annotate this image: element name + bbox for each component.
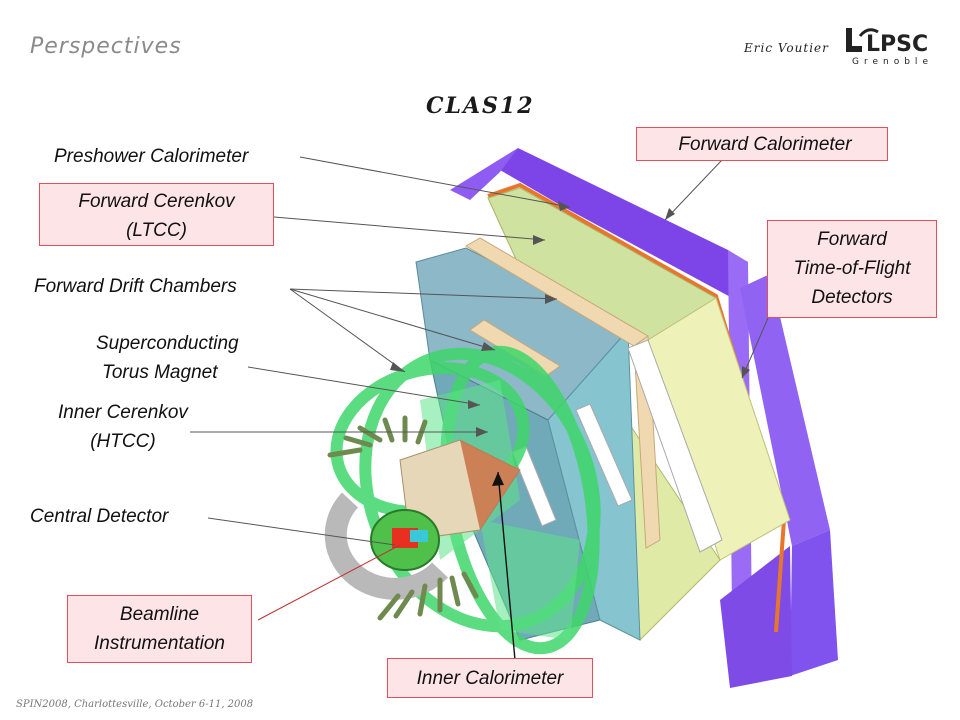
- tof-panel-shape: [720, 274, 838, 688]
- label-torus-magnet: Superconducting Torus Magnet: [96, 329, 239, 387]
- slide-title: Perspectives: [30, 34, 182, 59]
- box-beamline-line2: Instrumentation: [94, 633, 225, 654]
- diagram-title: CLAS12: [426, 93, 535, 119]
- label-inner-cerenkov-line1: Inner Cerenkov: [58, 402, 188, 423]
- box-tof-line1: Forward: [817, 229, 887, 250]
- central-detector-shape: [324, 492, 448, 600]
- svg-text:LPSC: LPSC: [866, 32, 928, 57]
- label-preshower-calorimeter: Preshower Calorimeter: [54, 146, 249, 167]
- label-torus-line2: Torus Magnet: [102, 362, 218, 383]
- label-torus-line1: Superconducting: [96, 333, 239, 354]
- pmt-clusters: [327, 415, 479, 621]
- box-forward-cerenkov-line2: (LTCC): [126, 220, 187, 241]
- white-plates: [511, 339, 723, 553]
- box-inner-calorimeter: Inner Calorimeter: [387, 658, 593, 698]
- label-central-detector: Central Detector: [30, 506, 169, 527]
- lpsc-logo: LPSC Grenoble: [846, 28, 933, 67]
- box-forward-calorimeter: Forward Calorimeter: [636, 127, 888, 161]
- box-tof-line2: Time-of-Flight: [793, 258, 911, 279]
- detector-frames: [465, 237, 661, 549]
- htcc-cone: [399, 439, 521, 541]
- box-forward-cerenkov: Forward Cerenkov (LTCC): [39, 183, 274, 246]
- pointer-lines: [190, 156, 769, 661]
- svg-text:Grenoble: Grenoble: [852, 57, 933, 67]
- author-name: Eric Voutier: [744, 41, 829, 55]
- label-inner-cerenkov: Inner Cerenkov (HTCC): [58, 398, 188, 456]
- box-beamline-instrumentation: Beamline Instrumentation: [67, 595, 252, 663]
- box-tof-line3: Detectors: [811, 287, 893, 308]
- label-inner-cerenkov-line2: (HTCC): [90, 431, 156, 452]
- footer-conference: SPIN2008, Charlottesville, October 6-11,…: [16, 699, 254, 710]
- pointer-arrowheads: [390, 201, 750, 486]
- box-beamline-line1: Beamline: [119, 604, 200, 625]
- label-forward-drift-chambers: Forward Drift Chambers: [34, 276, 237, 297]
- box-tof-detectors: Forward Time-of-Flight Detectors: [767, 220, 937, 318]
- box-forward-cerenkov-line1: Forward Cerenkov: [78, 191, 235, 212]
